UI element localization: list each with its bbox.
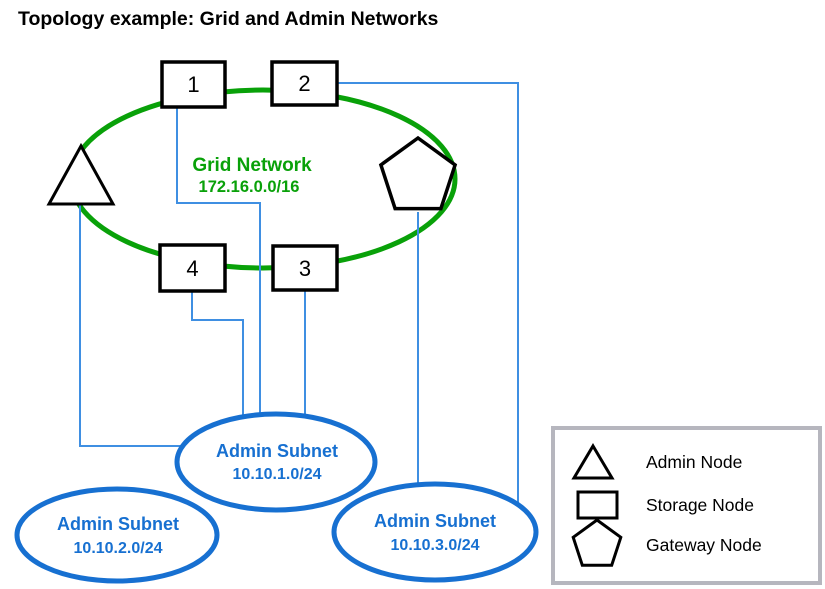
- legend-item-storage-node: Storage Node: [646, 495, 754, 515]
- admin-subnet-3-label: Admin Subnet: [374, 511, 496, 531]
- connector-admin-node-to-subnet1: [79, 204, 181, 447]
- grid-network-cidr: 172.16.0.0/16: [199, 178, 300, 196]
- admin-node-triangle: [46, 142, 116, 206]
- admin-subnet-3-ellipse: [331, 481, 539, 583]
- storage-node-2-box: [270, 60, 339, 107]
- connector-node4-to-subnet1: [191, 291, 244, 427]
- admin-subnet-1-label: Admin Subnet: [216, 441, 338, 461]
- storage-node-2-label: 2: [298, 71, 310, 96]
- legend: Admin Node Storage Node Gateway Node: [551, 426, 822, 585]
- triangle-icon: [571, 443, 615, 480]
- gateway-node-pentagon: [378, 135, 458, 211]
- storage-node-3-label: 3: [299, 256, 311, 281]
- storage-node-4-box: [158, 243, 227, 293]
- legend-item-admin-node: Admin Node: [646, 452, 742, 472]
- legend-item-gateway-node: Gateway Node: [646, 535, 762, 555]
- storage-node-1-label: 1: [187, 72, 199, 97]
- page-title: Topology example: Grid and Admin Network…: [18, 8, 439, 30]
- admin-subnet-1-ellipse: [174, 411, 378, 513]
- storage-node-3-box: [271, 244, 339, 292]
- admin-subnet-1-cidr: 10.10.1.0/24: [233, 466, 322, 483]
- pentagon-icon: [571, 518, 623, 567]
- admin-subnet-2-cidr: 10.10.2.0/24: [74, 540, 163, 557]
- connector-node2-to-subnet3: [337, 82, 519, 505]
- admin-subnet-2-label: Admin Subnet: [57, 514, 179, 534]
- grid-network-label: Grid Network: [192, 155, 312, 176]
- connector-node1-to-subnet1: [176, 107, 261, 420]
- admin-subnet-3-cidr: 10.10.3.0/24: [391, 537, 480, 554]
- admin-subnet-2-ellipse: [14, 486, 220, 584]
- storage-node-4-label: 4: [186, 256, 198, 281]
- storage-node-1-box: [160, 60, 227, 109]
- square-icon: [576, 490, 619, 520]
